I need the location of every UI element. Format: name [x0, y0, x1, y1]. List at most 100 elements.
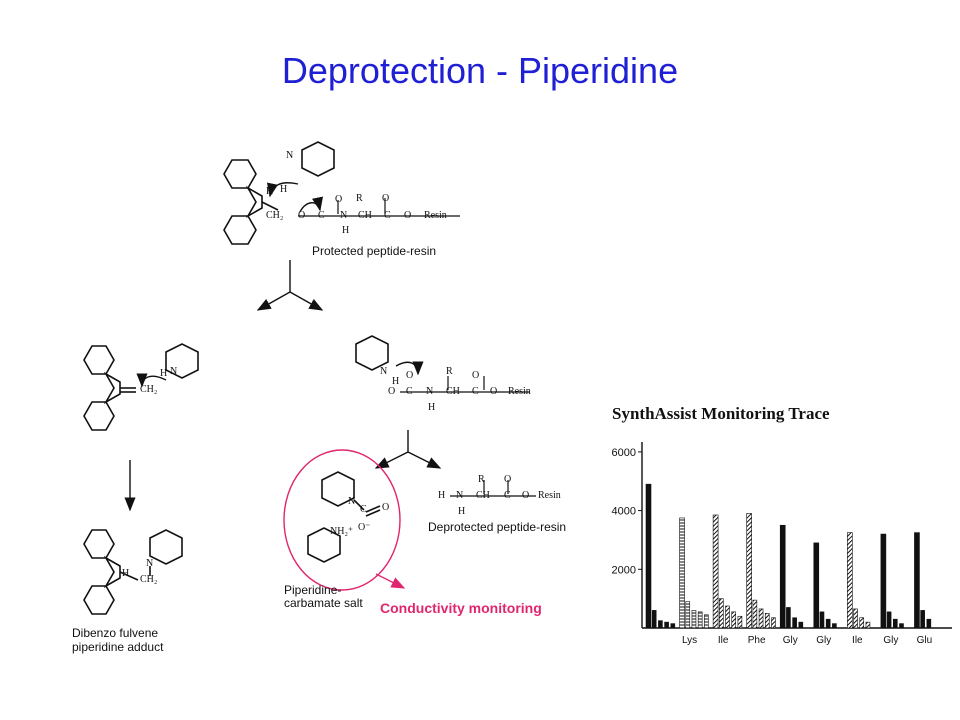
atom-o: O	[298, 210, 306, 221]
atom-n: N	[286, 150, 294, 161]
trace-bar	[731, 611, 737, 629]
trace-bar	[865, 621, 871, 629]
trace-bar	[819, 611, 825, 629]
trace-bar	[825, 618, 831, 629]
trace-bar	[771, 617, 776, 629]
x-tick-label: Glu	[917, 635, 933, 646]
trace-bar	[712, 514, 719, 629]
trace-bar	[670, 623, 676, 629]
y-tick-label: 4000	[612, 506, 636, 518]
trace-bar	[853, 608, 858, 629]
atom-h: H	[122, 568, 130, 579]
trace-bar	[880, 533, 887, 629]
atom-h: H	[342, 225, 350, 236]
atom-h: H	[392, 376, 400, 387]
atom-ch2: CH₂	[266, 210, 284, 221]
atom-o: O	[490, 386, 498, 397]
trace-bar	[704, 614, 709, 629]
atom-o: O	[472, 370, 480, 381]
atom-o: O	[404, 210, 412, 221]
adduct-structure	[83, 529, 183, 615]
atom-ch2: CH₂	[140, 574, 158, 585]
atom-n: N	[426, 386, 434, 397]
fmoc-fluorene	[223, 159, 279, 245]
trace-bar	[926, 618, 932, 629]
x-tick-label: Gly	[883, 635, 898, 646]
trace-bar	[914, 532, 920, 629]
x-tick-label: Ile	[852, 635, 863, 646]
atom-c: C	[360, 504, 367, 515]
trace-bar	[798, 621, 804, 629]
trace-bar	[899, 623, 904, 629]
atom-n: N	[146, 558, 154, 569]
atom-h: H	[280, 184, 288, 195]
x-tick-label: Lys	[682, 635, 697, 646]
atom-h: H	[160, 368, 168, 379]
atom-ch: CH	[476, 490, 490, 501]
trace-bar	[886, 611, 892, 629]
atom-resin: Resin	[538, 490, 561, 501]
trace-bar	[813, 542, 820, 629]
atom-c: C	[384, 210, 391, 221]
trace-bar	[779, 524, 786, 629]
carbamate-label-line2: carbamate salt	[284, 596, 363, 610]
trace-bar	[859, 617, 865, 629]
atom-h: H	[428, 402, 436, 413]
carbamate-highlight-circle	[283, 449, 401, 591]
protected-label: Protected peptide-resin	[312, 244, 437, 258]
atom-n: N	[170, 366, 178, 377]
trace-bar	[697, 611, 703, 629]
x-tick-label: Phe	[748, 635, 766, 646]
atom-h: H	[438, 490, 446, 501]
y-tick-label: 6000	[612, 447, 636, 459]
atom-c: C	[406, 386, 413, 397]
atom-n: N	[456, 490, 464, 501]
trace-bar	[645, 483, 652, 629]
trace-bar	[758, 608, 764, 629]
trace-bar	[847, 532, 853, 629]
adduct-label-line2: piperidine adduct	[72, 640, 164, 654]
atom-c: C	[318, 210, 325, 221]
trace-bar	[658, 620, 663, 629]
atom-h: H	[458, 506, 466, 517]
trace-bar	[691, 610, 697, 629]
trace-bar	[792, 617, 797, 629]
atom-nh2: NH₂⁺	[330, 526, 354, 537]
atom-ominus: O⁻	[358, 522, 371, 533]
atom-r: R	[446, 366, 453, 377]
trace-bar	[920, 610, 925, 629]
conductivity-label: Conductivity monitoring	[380, 600, 542, 616]
atom-ch2: CH₂	[140, 384, 158, 395]
x-tick-label: Gly	[783, 635, 798, 646]
trace-bar	[651, 610, 657, 629]
carbamate-label: Piperidine- carbamate salt	[284, 584, 363, 610]
chart-title: SynthAssist Monitoring Trace	[612, 404, 830, 423]
y-tick-label: 2000	[612, 564, 636, 576]
atom-o: O	[504, 474, 512, 485]
trace-bar	[679, 517, 685, 629]
trace-bar	[764, 613, 770, 629]
piperidine-ring-top	[301, 141, 335, 177]
atom-resin: Resin	[508, 386, 531, 397]
adduct-label-line1: Dibenzo fulvene	[72, 626, 159, 640]
atom-o: O	[335, 194, 343, 205]
trace-bar	[746, 513, 752, 629]
atom-n: N	[380, 366, 388, 377]
atom-n: N	[348, 496, 356, 507]
atom-o: O	[406, 370, 414, 381]
fulvene-structure	[83, 343, 199, 431]
trace-bar	[725, 605, 730, 629]
atom-o: O	[382, 193, 390, 204]
atom-ch: CH	[358, 210, 372, 221]
atom-o: O	[382, 502, 390, 513]
atom-o: O	[388, 386, 396, 397]
trace-bar	[892, 618, 898, 629]
deprotected-label: Deprotected peptide-resin	[428, 520, 567, 534]
carbamate-salt-structure	[307, 471, 381, 563]
atom-ch: CH	[446, 386, 460, 397]
trace-bar	[752, 599, 758, 629]
atom-r: R	[356, 193, 363, 204]
atom-c: C	[504, 490, 511, 501]
